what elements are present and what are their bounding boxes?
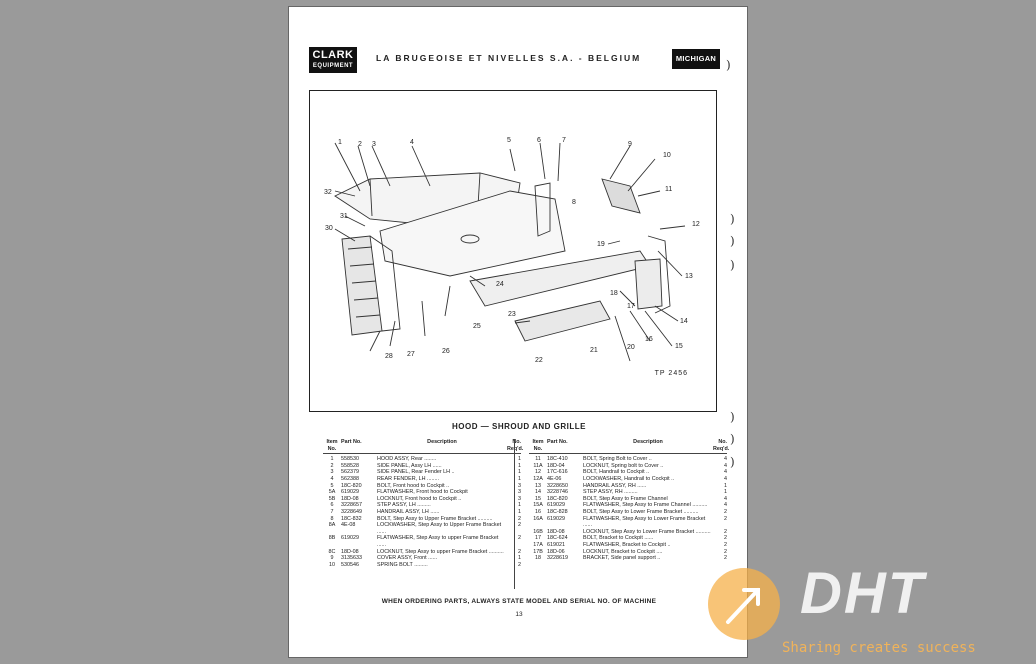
callout-32: 32 — [324, 189, 332, 196]
section-title: HOOD — SHROUD AND GRILLE — [452, 422, 586, 431]
callout-26: 26 — [442, 348, 450, 355]
callout-14: 14 — [680, 318, 688, 325]
callout-30: 30 — [325, 225, 333, 232]
dht-watermark-logo-icon — [708, 568, 780, 640]
callout-2: 2 — [358, 141, 362, 148]
callout-27: 27 — [407, 351, 415, 358]
watermark-tagline: Sharing creates success — [782, 640, 976, 656]
callout-22: 22 — [535, 357, 543, 364]
watermark-brand: DHT — [800, 561, 926, 626]
callout-31: 31 — [340, 213, 348, 220]
callout-10: 10 — [663, 152, 671, 159]
margin-mark: ) — [726, 58, 731, 72]
manual-page: CLARK EQUIPMENT LA BRUGEOISE ET NIVELLES… — [288, 6, 748, 658]
callout-21: 21 — [590, 347, 598, 354]
table-divider — [514, 439, 515, 589]
margin-mark: ) — [730, 258, 735, 272]
margin-mark: ) — [730, 212, 735, 226]
margin-mark: ) — [730, 234, 735, 248]
callout-16: 16 — [645, 336, 653, 343]
margin-mark: ) — [730, 455, 735, 469]
callout-8: 8 — [572, 199, 576, 206]
callout-17: 17 — [627, 303, 635, 310]
callout-13: 13 — [685, 273, 693, 280]
clark-equipment-logo: CLARK EQUIPMENT — [309, 47, 357, 73]
callout-9: 9 — [628, 141, 632, 148]
diagram-reference: TP 2456 — [654, 370, 688, 377]
callout-12: 12 — [692, 221, 700, 228]
callout-6: 6 — [537, 137, 541, 144]
table-header: Item No. Part No. Description No. Req'd. — [529, 439, 729, 455]
margin-mark: ) — [730, 410, 735, 424]
callout-11: 11 — [665, 186, 673, 193]
callout-3: 3 — [372, 141, 376, 148]
callout-15: 15 — [675, 343, 683, 350]
page-number: 13 — [515, 611, 523, 618]
parts-table-right: Item No. Part No. Description No. Req'd.… — [529, 439, 729, 562]
callout-18: 18 — [610, 290, 618, 297]
callout-20: 20 — [627, 344, 635, 351]
callout-23: 23 — [508, 311, 516, 318]
callout-24: 24 — [496, 281, 504, 288]
callout-7: 7 — [562, 137, 566, 144]
header-title: LA BRUGEOISE ET NIVELLES S.A. - BELGIUM — [376, 53, 642, 63]
callout-1: 1 — [338, 139, 342, 146]
page-header: CLARK EQUIPMENT LA BRUGEOISE ET NIVELLES… — [309, 47, 729, 77]
callout-25: 25 — [473, 323, 481, 330]
callout-4: 4 — [410, 139, 414, 146]
michigan-logo: MICHIGAN — [672, 49, 720, 69]
callout-28: 28 — [385, 353, 393, 360]
ordering-note: WHEN ORDERING PARTS, ALWAYS STATE MODEL … — [381, 598, 657, 605]
callout-5: 5 — [507, 137, 511, 144]
parts-table-left: Item No. Part No. Description No. Req'd.… — [323, 439, 523, 568]
margin-mark: ) — [730, 432, 735, 446]
table-header: Item No. Part No. Description No. Req'd. — [323, 439, 523, 455]
exploded-parts-diagram: 1 2 3 4 5 6 7 8 9 10 11 12 13 14 15 16 1… — [309, 90, 717, 412]
hood-assembly-drawing — [334, 142, 686, 362]
callout-19: 19 — [597, 241, 605, 248]
